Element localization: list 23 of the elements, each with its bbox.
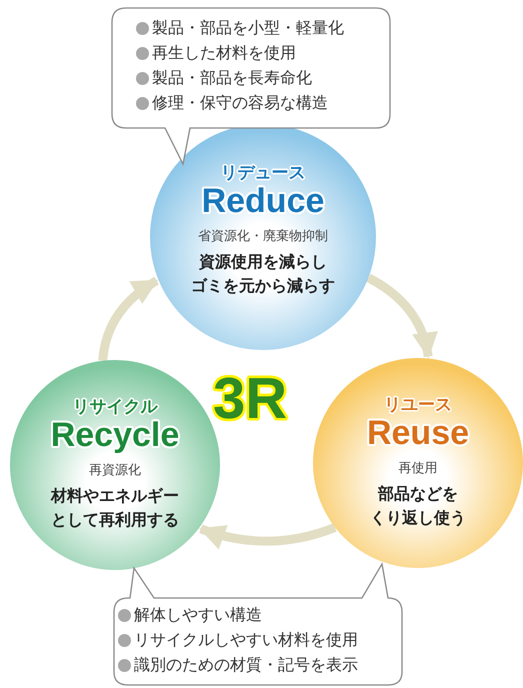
cycle-arrow bbox=[198, 523, 337, 549]
bullet-text: 製品・部品を小型・軽量化 bbox=[152, 17, 344, 39]
subtitle: 再資源化 bbox=[89, 462, 141, 480]
english-heading: Recycle bbox=[50, 416, 180, 454]
center-title: 3R bbox=[213, 368, 288, 430]
bullet-text: 再生した材料を使用 bbox=[152, 42, 296, 64]
bullet-text: リサイクルしやすい材料を使用 bbox=[134, 629, 358, 651]
description: 材料やエネルギーとして再利用する bbox=[51, 485, 179, 531]
bullet-text: 製品・部品を長寿命化 bbox=[152, 67, 312, 89]
english-heading: Reduce bbox=[202, 182, 324, 220]
bullet-text: 修理・保守の容易な構造 bbox=[152, 92, 328, 114]
cycle-arrow bbox=[98, 276, 159, 362]
bullet-text: 解体しやすい構造 bbox=[134, 604, 262, 626]
katakana-heading: リデュース bbox=[220, 162, 306, 184]
subtitle: 再使用 bbox=[398, 460, 438, 478]
katakana-heading: リユース bbox=[384, 394, 452, 416]
description: 資源使用を減らしゴミを元から減らす bbox=[191, 251, 335, 297]
bullet-text: 識別のための材質・記号を表示 bbox=[134, 654, 358, 676]
description: 部品などをくり返し使う bbox=[370, 483, 466, 529]
subtitle: 省資源化・廃棄物抑制 bbox=[198, 228, 328, 246]
english-heading: Reuse bbox=[366, 414, 470, 452]
katakana-heading: リサイクル bbox=[72, 396, 158, 418]
cycle-arrow bbox=[366, 274, 437, 358]
